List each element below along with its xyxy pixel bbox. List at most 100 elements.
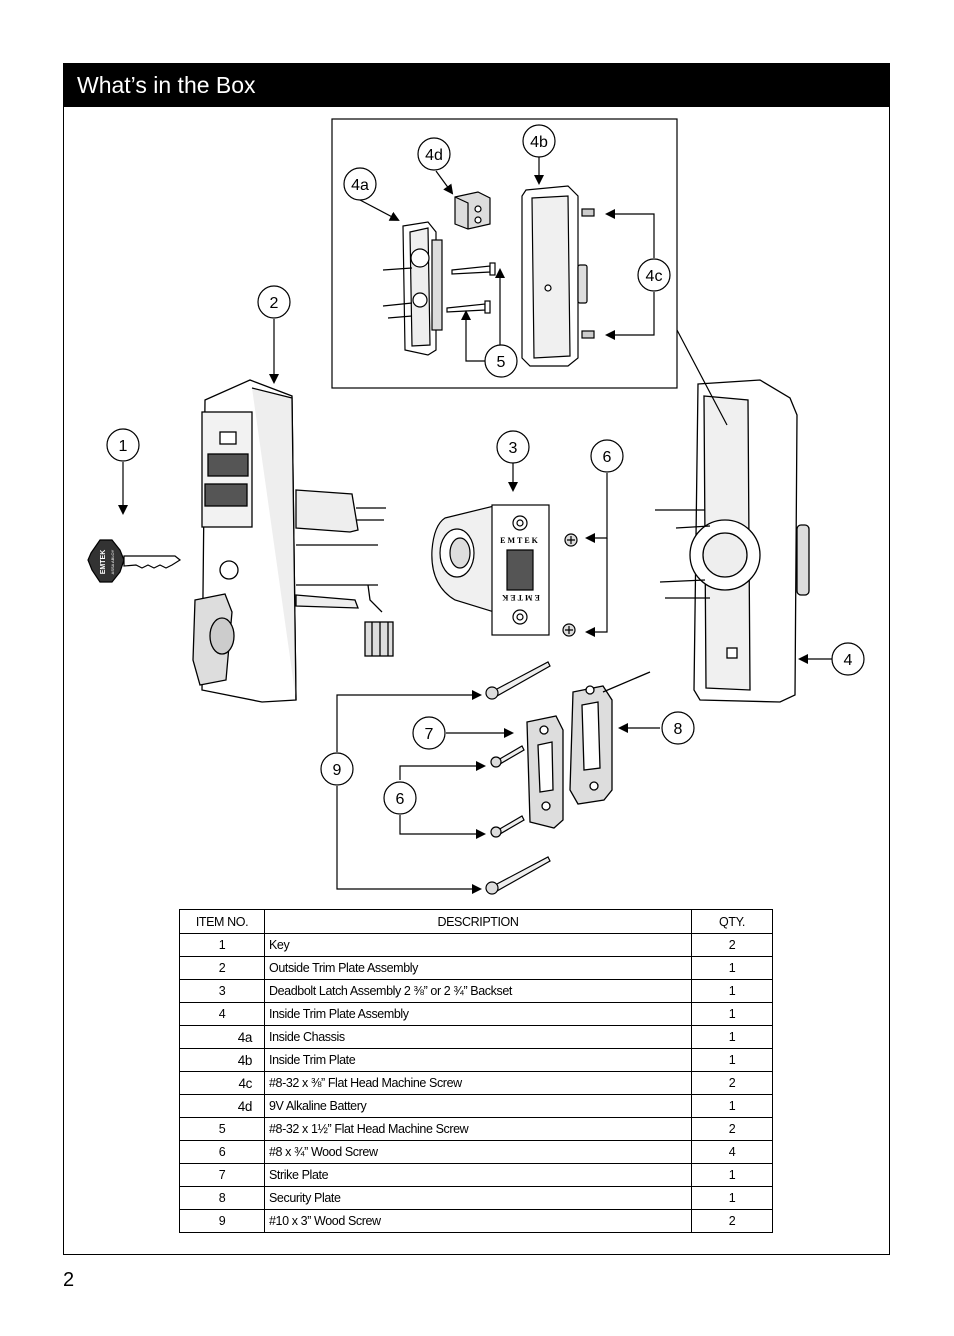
content-frame: What’s in the Box [63,63,890,1255]
item-qty: 1 [691,1025,773,1049]
latch-brand-label: EMTEK [500,536,540,545]
callout-5: 5 [484,344,518,378]
item-qty: 2 [691,933,773,957]
key-drawing: EMTEK ASSA ABLOY [87,539,182,583]
callout-4b: 4b [522,124,556,158]
svg-text:4a: 4a [351,177,369,194]
item-description: Inside Chassis [264,1025,692,1049]
page-number: 2 [63,1269,75,1291]
item-no: 4a [179,1025,265,1049]
callout-1: 1 [106,428,140,462]
inside-trim-assembly-drawing [655,379,810,703]
parts-table: ITEM NO. DESCRIPTION QTY. 1 Key 2 2 Outs… [179,909,773,1233]
callout-2: 2 [257,285,291,319]
svg-text:4d: 4d [425,147,443,164]
item-qty: 1 [691,1094,773,1118]
callout-6-latch: 6 [590,439,624,473]
table-row: 1 Key 2 [179,933,773,957]
item-description: Key [264,933,692,957]
item-description: Outside Trim Plate Assembly [264,956,692,980]
svg-text:2: 2 [270,295,279,312]
callout-4c: 4c [637,258,671,292]
item-no: 3 [179,979,265,1003]
callout-4d: 4d [417,137,451,171]
svg-text:6: 6 [603,449,612,466]
svg-text:4: 4 [844,652,853,669]
key-brand-label: EMTEK [100,550,107,575]
inside-trim-plate-drawing [521,185,595,367]
long-machine-screws-drawing [446,262,496,314]
section-title: What’s in the Box [77,72,256,98]
callout-8: 8 [661,711,695,745]
table-row: 5 #8-32 x 1½” Flat Head Machine Screw 2 [179,1117,773,1141]
item-no: 4d [179,1094,265,1118]
item-description: Security Plate [264,1186,692,1210]
table-row: 4b Inside Trim Plate 1 [179,1048,773,1072]
item-description: #8-32 x ⅜” Flat Head Machine Screw [264,1071,692,1095]
table-row: 4d 9V Alkaline Battery 1 [179,1094,773,1118]
item-no: 4c [179,1071,265,1095]
item-no: 2 [179,956,265,980]
table-row: 7 Strike Plate 1 [179,1163,773,1187]
table-row: 4 Inside Trim Plate Assembly 1 [179,1002,773,1026]
callout-4a: 4a [343,167,377,201]
svg-text:8: 8 [674,721,683,738]
item-description: Strike Plate [264,1163,692,1187]
item-no: 1 [179,933,265,957]
callout-9: 9 [320,752,354,786]
item-qty: 1 [691,956,773,980]
item-no: 6 [179,1140,265,1164]
item-description: #10 x 3” Wood Screw [264,1209,692,1233]
item-description: Deadbolt Latch Assembly 2 ⅜” or 2 ¾” Bac… [264,979,692,1003]
item-description: #8 x ¾” Wood Screw [264,1140,692,1164]
inset-detail-box [331,118,678,389]
item-no: 5 [179,1117,265,1141]
table-row: 8 Security Plate 1 [179,1186,773,1210]
svg-text:3: 3 [509,440,518,457]
item-qty: 2 [691,1209,773,1233]
svg-text:7: 7 [425,726,434,743]
column-header-item-no: ITEM NO. [179,909,265,934]
section-header: What’s in the Box [64,64,889,107]
item-qty: 2 [691,1117,773,1141]
callout-6-strike: 6 [383,781,417,815]
callout-4: 4 [831,642,865,676]
item-qty: 4 [691,1140,773,1164]
item-no: 4b [179,1048,265,1072]
svg-text:6: 6 [396,791,405,808]
exploded-parts-diagram: EMTEK ASSA ABLOY EMTEK EMTEK [87,118,865,895]
item-qty: 2 [691,1071,773,1095]
callout-3: 3 [496,430,530,464]
item-description: Inside Trim Plate [264,1048,692,1072]
deadbolt-latch-drawing: EMTEK EMTEK [431,504,578,637]
item-qty: 1 [691,1002,773,1026]
svg-text:1: 1 [119,438,128,455]
column-header-description: DESCRIPTION [264,909,692,934]
table-row: 4a Inside Chassis 1 [179,1025,773,1049]
callout-leaders [118,157,832,894]
table-row: 6 #8 x ¾” Wood Screw 4 [179,1140,773,1164]
svg-text:9: 9 [333,762,342,779]
key-sub-label: ASSA ABLOY [110,549,115,574]
svg-text:5: 5 [497,354,506,371]
table-row: 4c #8-32 x ⅜” Flat Head Machine Screw 2 [179,1071,773,1095]
item-qty: 1 [691,979,773,1003]
battery-drawing [454,191,491,230]
table-row: 9 #10 x 3” Wood Screw 2 [179,1209,773,1233]
item-description: #8-32 x 1½” Flat Head Machine Screw [264,1117,692,1141]
column-header-qty: QTY. [691,909,773,934]
item-qty: 1 [691,1163,773,1187]
item-no: 8 [179,1186,265,1210]
table-row: 3 Deadbolt Latch Assembly 2 ⅜” or 2 ¾” B… [179,979,773,1003]
callout-7: 7 [412,716,446,750]
outside-trim-plate-drawing [192,379,394,703]
item-description: Inside Trim Plate Assembly [264,1002,692,1026]
item-description: 9V Alkaline Battery [264,1094,692,1118]
item-qty: 1 [691,1048,773,1072]
svg-text:4c: 4c [646,268,663,285]
latch-brand-label-inverted: EMTEK [500,593,540,602]
strike-plates-drawing [526,671,651,829]
svg-text:4b: 4b [530,134,548,151]
table-header-row: ITEM NO. DESCRIPTION QTY. [179,909,773,934]
item-no: 4 [179,1002,265,1026]
